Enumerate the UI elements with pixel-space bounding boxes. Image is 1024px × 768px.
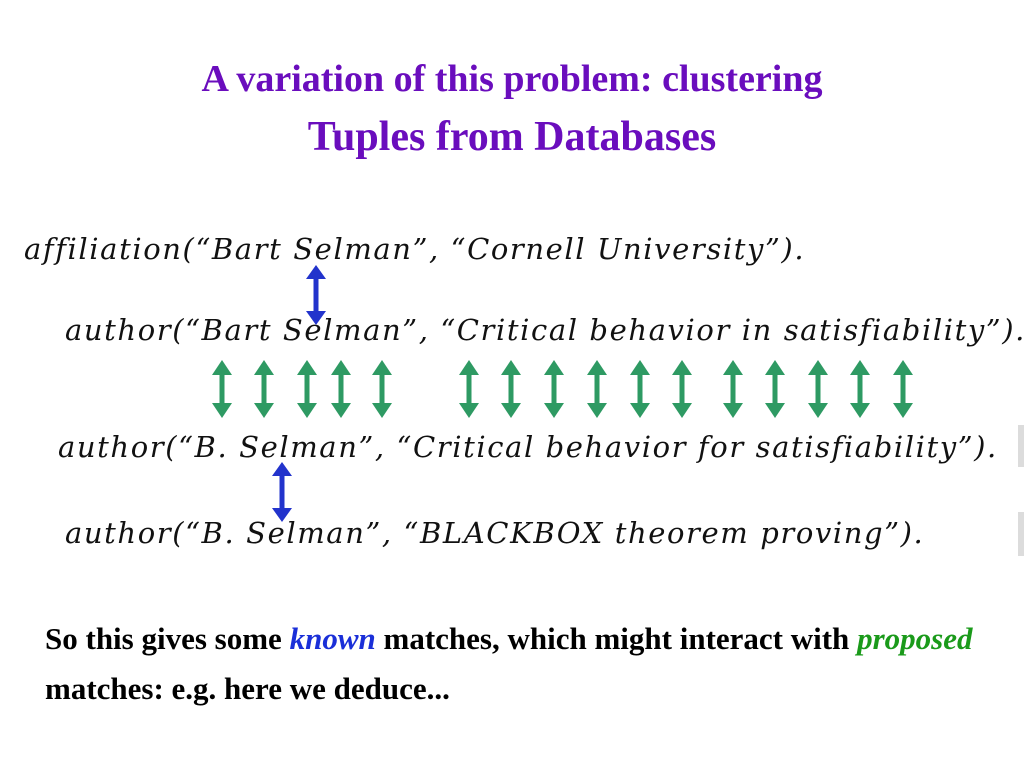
tuple-author-1: author(“Bart Selman”, “Critical behavior…	[65, 313, 1024, 347]
tuple-author-3: author(“B. Selman”, “BLACKBOX theorem pr…	[65, 516, 925, 550]
edge-artifact	[1018, 512, 1024, 556]
proposed-match-arrow-icon	[372, 360, 392, 418]
slide-title-line-2: Tuples from Databases	[307, 114, 717, 160]
proposed-match-arrow-icon	[723, 360, 743, 418]
proposed-match-arrow-icon	[672, 360, 692, 418]
proposed-match-arrow-icon	[587, 360, 607, 418]
edge-artifact	[1018, 425, 1024, 467]
caption-part-2: matches, which might interact with	[375, 621, 858, 656]
caption-part-3: matches: e.g. here we deduce...	[45, 671, 450, 706]
caption-proposed: proposed	[857, 621, 973, 656]
proposed-match-arrow-icon	[630, 360, 650, 418]
proposed-match-arrow-icon	[254, 360, 274, 418]
known-match-arrow-icon	[306, 265, 326, 325]
tuple-author-2: author(“B. Selman”, “Critical behavior f…	[58, 430, 998, 464]
proposed-match-arrow-icon	[459, 360, 479, 418]
proposed-match-arrow-icon	[765, 360, 785, 418]
proposed-match-arrow-icon	[212, 360, 232, 418]
proposed-match-arrow-icon	[893, 360, 913, 418]
proposed-match-arrow-icon	[501, 360, 521, 418]
proposed-match-arrow-icon	[297, 360, 317, 418]
proposed-match-arrow-icon	[544, 360, 564, 418]
caption-known: known	[289, 621, 376, 656]
caption-text: So this gives some known matches, which …	[45, 614, 1005, 714]
caption-part-1: So this gives some	[45, 621, 290, 656]
tuple-affiliation: affiliation(“Bart Selman”, “Cornell Univ…	[24, 232, 806, 266]
proposed-match-arrow-icon	[850, 360, 870, 418]
proposed-match-arrow-icon	[331, 360, 351, 418]
slide-title-line-1: A variation of this problem: clustering	[201, 58, 823, 100]
known-match-arrow-icon	[272, 462, 292, 522]
proposed-match-arrow-icon	[808, 360, 828, 418]
